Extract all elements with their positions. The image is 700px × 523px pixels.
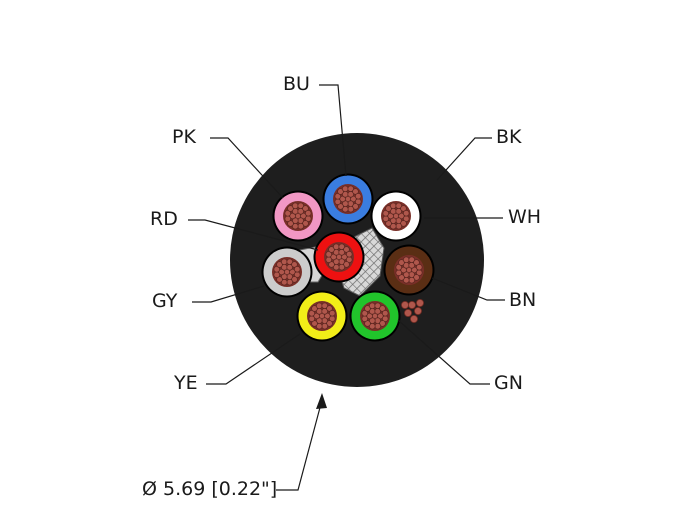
label-ye: YE — [174, 372, 198, 394]
label-wh: WH — [508, 206, 542, 228]
leader-diameter — [276, 399, 323, 491]
leader-ye — [206, 333, 301, 385]
conductors-group — [261, 173, 435, 342]
conductor-pk — [272, 190, 324, 242]
conductor-gn — [349, 290, 401, 342]
leader-bk — [436, 137, 492, 181]
diameter-arrowhead — [316, 393, 327, 409]
label-pk: PK — [172, 126, 196, 148]
leader-gy — [192, 285, 265, 303]
leader-lines — [188, 84, 505, 491]
leader-bn — [431, 277, 505, 301]
leader-bu — [319, 84, 347, 177]
conductor-bu — [322, 173, 374, 225]
conductor-bn — [383, 244, 435, 296]
leader-gn — [397, 319, 490, 385]
drain-strand — [400, 300, 409, 309]
conductor-rd — [313, 231, 365, 283]
drain-strand — [409, 314, 418, 323]
drain-strand — [407, 300, 416, 309]
drain-strand — [413, 306, 422, 315]
drain-wire — [400, 298, 424, 323]
diameter-label: Ø 5.69 [0.22"] — [142, 478, 278, 500]
label-rd: RD — [150, 208, 178, 230]
drain-strand — [403, 308, 412, 317]
label-bu: BU — [283, 73, 310, 95]
label-gy: GY — [152, 290, 178, 312]
drain-strand — [415, 298, 424, 307]
label-bk: BK — [496, 126, 522, 148]
conductor-wh — [370, 190, 422, 242]
conductor-gy — [261, 246, 313, 298]
conductor-ye — [296, 290, 348, 342]
leader-pk — [210, 137, 284, 199]
label-bn: BN — [509, 289, 537, 311]
leader-rd — [188, 219, 319, 251]
label-gn: GN — [494, 372, 523, 394]
